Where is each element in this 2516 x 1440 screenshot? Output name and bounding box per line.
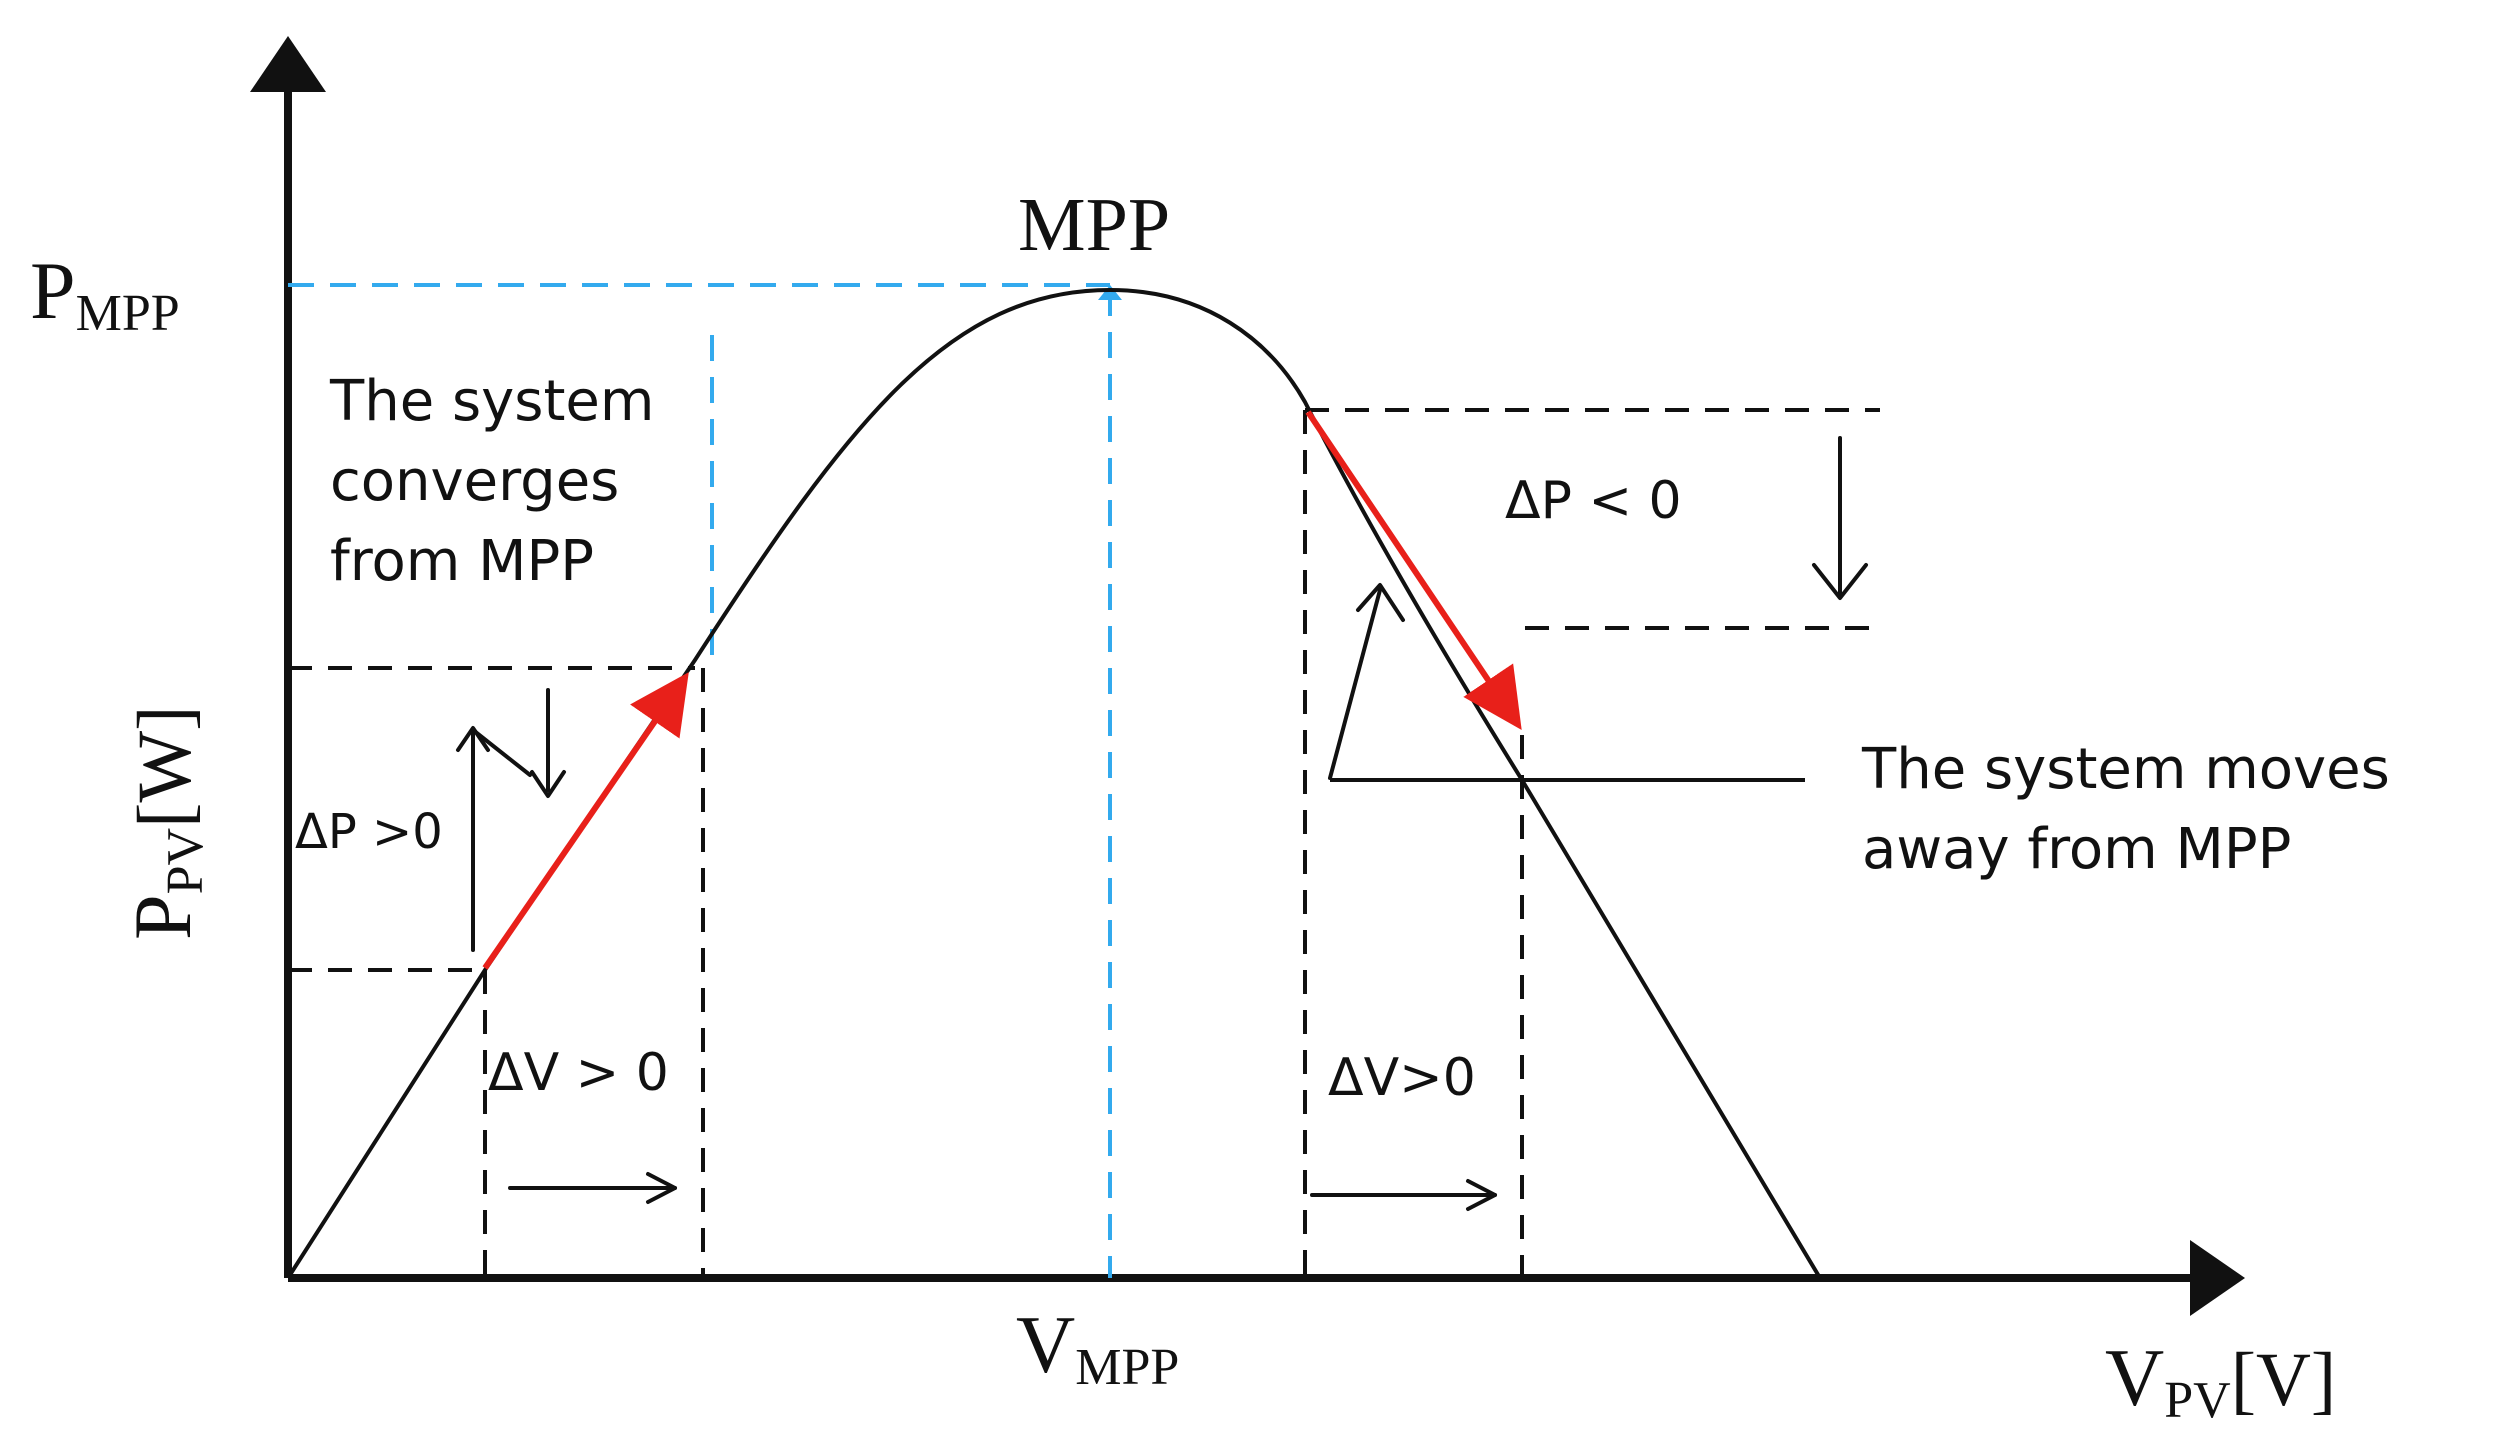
converges-text: The system converges from MPP: [329, 369, 672, 594]
y-axis-label: PPV[W]: [117, 706, 214, 940]
pv-curve: [286, 287, 1822, 1280]
diverge-step-arrow: [1305, 410, 1522, 730]
dv-positive-left-label: ΔV > 0: [488, 1043, 669, 1103]
dv-positive-right-label: ΔV>0: [1328, 1048, 1476, 1108]
axes: [284, 80, 2200, 1282]
v-mpp-label: VMPP: [1016, 1299, 1179, 1396]
angle-arrow-head: [1356, 583, 1405, 622]
moves-away-text: The system moves away from MPP: [1861, 737, 2408, 882]
annotation-arrows: [456, 436, 1868, 1211]
mpp-label: MPP: [1018, 183, 1170, 267]
dp-negative-label: ΔP < 0: [1505, 471, 1682, 531]
y-axis-arrowhead: [250, 36, 326, 92]
x-axis-label: VPV[V]: [2105, 1332, 2336, 1429]
angle-arrow-shaft: [1328, 588, 1382, 780]
dp-positive-label: ΔP >0: [295, 804, 443, 860]
dp-down-arrow-right-head: [1812, 563, 1868, 600]
converge-step-arrow: [482, 672, 689, 970]
mpp-marker-icon: [1098, 285, 1122, 300]
dp-down-arrow-left-head: [530, 770, 566, 798]
mpp-guides: [288, 283, 1112, 1278]
dashed-guides: [288, 408, 1880, 1278]
dp-hook-line: [471, 728, 532, 777]
x-axis-arrowhead: [2190, 1240, 2245, 1316]
dv-right-arrow-head: [1466, 1179, 1497, 1211]
p-mpp-label: PMPP: [30, 245, 180, 342]
dv-left-arrow-head: [646, 1172, 677, 1204]
